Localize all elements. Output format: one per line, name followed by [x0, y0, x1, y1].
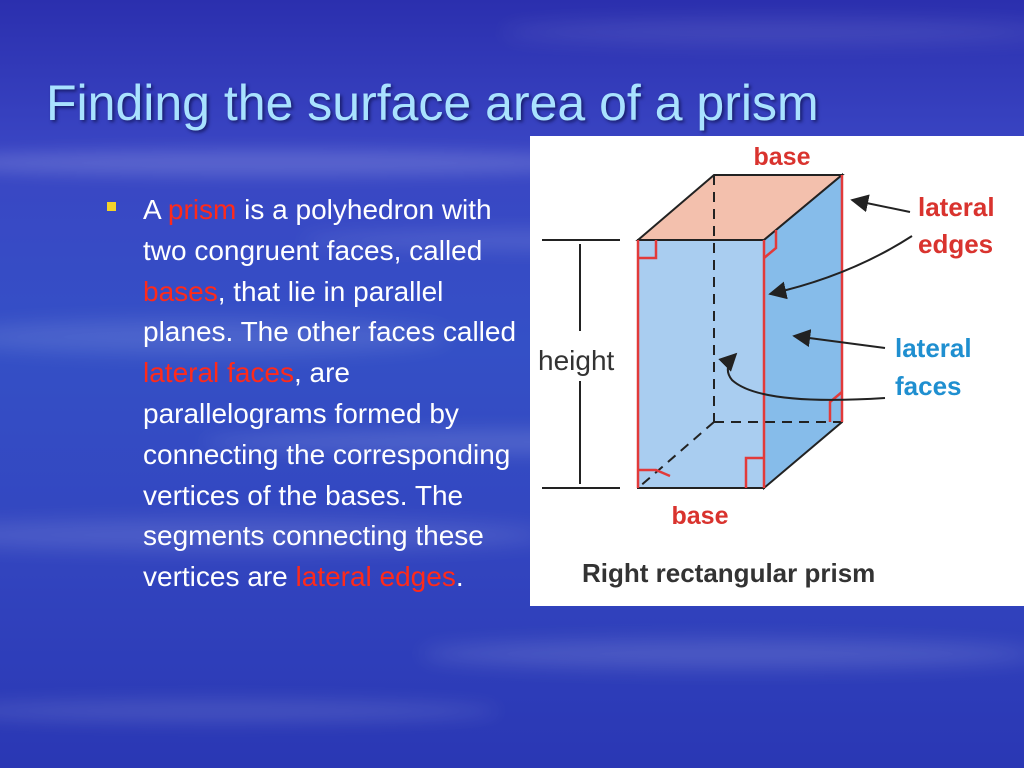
text-segment: , are parallelograms formed by connectin… — [143, 357, 511, 593]
label-lateral-faces-1: lateral — [895, 333, 972, 363]
label-base-top: base — [754, 143, 811, 171]
arrow-lateral-faces — [792, 329, 886, 349]
body-paragraph: A prism is a polyhedron with two congrue… — [143, 190, 528, 598]
text-segment: . — [455, 561, 464, 593]
prism-front-face — [637, 239, 765, 489]
diagram-caption: Right rectangular prism — [582, 558, 875, 588]
arrow-lateral-faces — [718, 352, 886, 401]
term-lateral-edges: lateral edges — [295, 561, 456, 593]
text-segment: is a polyhedron with two congruent faces… — [143, 194, 492, 266]
slide-title: Finding the surface area of a prism — [46, 75, 819, 131]
text-segment: , that lie in parallel planes. The other… — [143, 275, 517, 348]
arrow-lateral-edges — [768, 235, 913, 300]
label-height: height — [538, 345, 615, 376]
term-lateral-faces: lateral faces — [143, 357, 294, 389]
label-lateral-edges-2: edges — [918, 229, 993, 259]
prism-diagram: base lateral edges lateral faces height … — [530, 136, 1024, 606]
arrow-lateral-edges — [850, 194, 911, 213]
text-segment: A — [143, 194, 168, 225]
label-lateral-edges-1: lateral — [918, 192, 995, 222]
bullet-marker — [107, 202, 116, 211]
label-base-bottom: base — [672, 502, 729, 530]
term-prism: prism — [167, 194, 237, 225]
label-lateral-faces-2: faces — [895, 371, 962, 401]
term-bases: bases — [143, 275, 218, 307]
